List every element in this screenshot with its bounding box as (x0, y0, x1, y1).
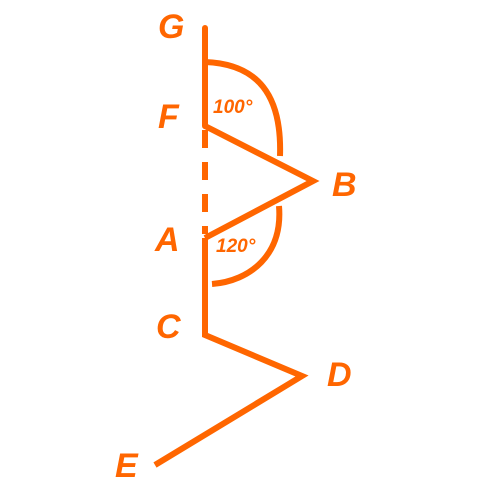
angle-arc-bac (211, 205, 283, 287)
path-f-b-a (203, 123, 320, 241)
point-label-c: C (156, 308, 181, 346)
point-label-a: A (154, 221, 180, 259)
point-label-b: B (332, 166, 357, 204)
path-a-c-d-e (153, 238, 309, 468)
angle-label-gfb: 100° (213, 97, 253, 118)
point-label-e: E (115, 447, 139, 480)
angle-arc-gfb (204, 59, 284, 157)
point-label-f: F (158, 98, 180, 136)
point-label-g: G (158, 8, 184, 46)
angle-label-bac: 120° (216, 236, 256, 257)
point-label-d: D (327, 356, 352, 394)
